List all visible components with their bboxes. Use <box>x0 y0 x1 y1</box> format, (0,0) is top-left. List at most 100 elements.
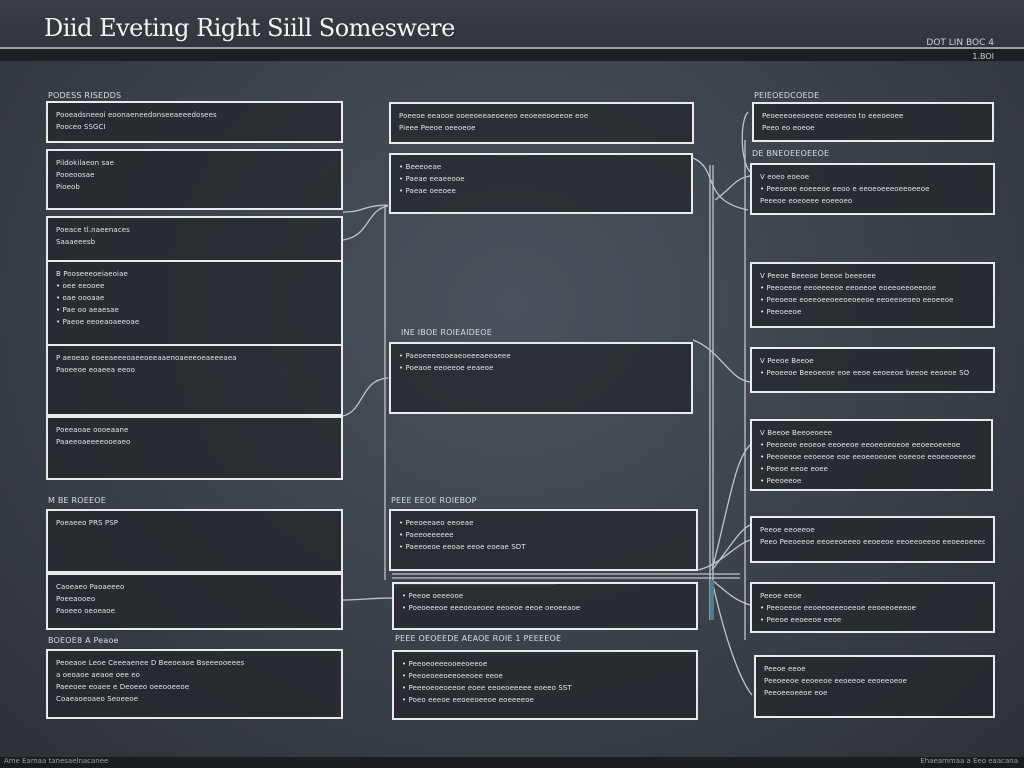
box-line: • Paeae oeeoee <box>399 187 456 195</box>
left-box-4: B Pooseeeoeiaeoiae • oee eeooee • oae oo… <box>46 260 343 346</box>
box-line: Pooeoosae <box>56 171 95 179</box>
box-line: Peoeeeoeeoeeoe eeoeoeo to eeeoeoee <box>762 112 904 120</box>
right-section-title: DE BNEOEEOEEOE <box>752 149 830 158</box>
left-box-3: Poeace tl.naeenaces Saaaeeesb <box>46 216 343 262</box>
box-line: • oee eeooee <box>56 282 105 290</box>
left-section-title: PODESS RISEDDS <box>48 91 122 100</box>
box-line: Peeo eo eoeoe <box>762 124 815 132</box>
box-line: Paeeoee eoaee e Deoeeo oeeooeeoe <box>56 683 190 691</box>
box-line: Peeoeeoe eeoeeoe eeoeeoe eeoeeoeoe <box>764 677 908 685</box>
footer-right-text: Ehaeammaa a Eeo eaacana <box>920 757 1018 765</box>
box-line: • Peeoeeoe eeoeeoeeeoeeoe eeoeeoeeeoe <box>760 604 917 612</box>
left-box-2: Pildokilaeon sae Pooeoosae Pioeob <box>46 149 343 210</box>
box-line: • Peeoeeaeo eeoeae <box>399 519 474 527</box>
box-line: Coaeaoeoaeo Seoeeoe <box>56 695 139 703</box>
box-line: • Poeoeeeoe eeeoeaeoee eeoeoe eeoe oeoee… <box>402 604 581 612</box>
box-line: Peeoe eeoeeoe <box>760 526 815 534</box>
box-line: Paoeeo oeoeaoe <box>56 607 116 615</box>
box-line: • Poeo eeeoe eeoeeoeeoe eoeeeeoe <box>402 696 534 704</box>
box-line: a oeoaoe aeaoe oee eo <box>56 671 141 679</box>
box-line: V Peeoe Beeeoe beeoe beeeoee <box>760 272 876 280</box>
middle-box-4: • Peeoeeaeo eeoeae • Paeeoeeeeee • Paeeo… <box>389 509 698 571</box>
right-box-3: V Peeoe Beeeoe beeoe beeeoee • Peeoeeoe … <box>750 262 995 328</box>
left-section-title: M BE ROEEOE <box>48 496 107 505</box>
box-line: Poeaeeo PRS PSP <box>56 519 119 527</box>
box-line: Pooceo SSGCI <box>56 123 106 131</box>
right-box-2: V eoeo eoeoe • Peeoeoe eoeeeoe eeoo e ee… <box>750 163 995 215</box>
box-line: • Paeeoeoe eeoae eeoe eoeae SDT <box>399 543 526 551</box>
right-box-6: Peeoe eeoeeoe Peeo Peeoeeoe eeoeeoeeeo e… <box>750 516 995 563</box>
box-line: Poeeaoae oooeaane <box>56 426 129 434</box>
box-line: Poeeoe eeaooe ooeeoeeaeoeeeo eeoeeeooeeo… <box>399 112 589 120</box>
right-section-title: PEIEOEDCOEDE <box>754 91 820 100</box>
box-line: Poeace tl.naeenaces <box>56 226 130 234</box>
version-label: DOT LIN BOC 4 <box>926 38 994 48</box>
box-line: • Peeeoeoeoeeoe eoee eeoeoeeeee eoeeo SS… <box>402 684 572 692</box>
middle-box-2: • Beeeoeae • Paeae eeaeeooe • Paeae oeeo… <box>389 153 693 214</box>
box-line: • Peoeeoe Beeoeeoe eoe eeoe eeoeeoe beeo… <box>760 369 970 377</box>
box-line: • Beeeoeae <box>399 163 442 171</box>
box-line: • Paeeoeeeeee <box>399 531 454 539</box>
middle-box-3: • Paeoeeeeooeaeoeeeaeeaeee • Poeaoe eeoe… <box>389 342 693 414</box>
box-line: • Paeoeeeeooeaeoeeeaeeaeee <box>399 352 511 360</box>
box-line: • Peeoeoeeoeeoeeoee eeoe <box>402 672 503 680</box>
right-box-4: V Peeoe Beeoe • Peoeeoe Beeoeeoe eoe eeo… <box>750 347 995 393</box>
box-line: V eoeo eoeoe <box>760 173 810 181</box>
left-box-5: P aeoeao eoeeaeeeoaeeoeeaaenoaeeeoeaeeea… <box>46 344 343 416</box>
box-line: • Peeoeeoe eeoeeeeoe eeoeeoe eoeeoeeoeeo… <box>760 284 936 292</box>
box-line: Pioeob <box>56 183 80 191</box>
right-box-5: V Beeoe Beeoeoeee • Peeoeoe eeoeoe eeoee… <box>750 419 993 491</box>
right-box-8: Peeoe eeoe Peeoeeoe eeoeeoe eeoeeoe eeoe… <box>754 655 995 718</box>
box-line: • Paeae eeaeeooe <box>399 175 465 183</box>
header-bar: Diid Eveting Right Siill Someswere DOT L… <box>0 0 1024 49</box>
box-line: Peeoe eeoe <box>760 592 802 600</box>
right-box-1: Peoeeeoeeoeeoe eeoeoeo to eeeoeoee Peeo … <box>752 102 994 142</box>
box-line: V Beeoe Beeoeoeee <box>760 429 833 437</box>
middle-box-5: • Peeoe oeeeooe • Poeoeeeoe eeeoeaeoee e… <box>392 582 698 630</box>
box-line: • Pae oo aeaesae <box>56 306 119 314</box>
box-line: Paaeeoaeeeeooeaeo <box>56 438 131 446</box>
box-line: Paoeeoe eoaeea eeoo <box>56 366 135 374</box>
left-section-title: BOEOE8 A Peaoe <box>48 636 119 645</box>
left-box-9: Peoeaoe Leoe Ceeeaenee D Beeoeaoe Bseeeo… <box>46 649 343 719</box>
page-title: Diid Eveting Right Siill Someswere <box>44 14 455 42</box>
left-box-6: Poeeaoae oooeaane Paaeeoaeeeeooeaeo <box>46 416 343 480</box>
left-box-1: Pooeadsneeoi eoonaeneedonseeaeeedosees P… <box>46 101 343 143</box>
box-line: Pildokilaeon sae <box>56 159 115 167</box>
box-line: Peeoeeoeeoe eoe <box>764 689 828 697</box>
left-box-8: Caoeaeo Paoaeeeo Poeeaooeo Paoeeo oeoeao… <box>46 573 343 630</box>
box-line: • Peeoeoe eoeeeoe eeoo e eeoeoeeeoeeoeeo… <box>760 185 930 193</box>
middle-section-title: PEEE EEOE ROIEBOP <box>391 496 477 505</box>
box-line: • Peeoe eeoeeoe eeoe <box>760 616 842 624</box>
left-box-7: Poeaeeo PRS PSP <box>46 509 343 573</box>
middle-box-1: Poeeoe eeaooe ooeeoeeaeoeeeo eeoeeeooeeo… <box>389 102 694 144</box>
box-line: • Peeoeeoe <box>760 477 802 485</box>
box-line: • Paeoe eeoeaoaeeoae <box>56 318 140 326</box>
box-line: • Peeoe eeoe eoee <box>760 465 829 473</box>
box-line: Poeeaooeo <box>56 595 96 603</box>
box-line: Peeeoe eoeoeee eoeeoeo <box>760 197 853 205</box>
middle-box-6: • Peeoeoeeeooeeoeeoe • Peeoeoeeoeeoeeoee… <box>392 650 698 720</box>
box-line: Saaaeeesb <box>56 238 96 246</box>
box-line: • Peeoeeoe eeoeeoe eoe eeoeeoeoee eoeeoe… <box>760 453 976 461</box>
box-line: B Pooseeeoeiaeoiae <box>56 270 128 278</box>
header-rule <box>0 47 1024 49</box>
box-line: • Peeoeoe eeoeoe eeoeeoe eeoeeoeoeoe eeo… <box>760 441 961 449</box>
box-line: • Peeoeeoe <box>760 308 802 316</box>
box-line: P aeoeao eoeeaeeeoaeeoeeaaenoaeeeoeaeeea… <box>56 354 237 362</box>
box-line: Pooeadsneeoi eoonaeneedonseeaeeedosees <box>56 111 217 119</box>
box-line: • Peeoeoeeeooeeoeeoe <box>402 660 488 668</box>
box-line: Caoeaeo Paoaeeeo <box>56 583 125 591</box>
middle-section-title: PEEE OEOEEDE AEAOE ROIE 1 PEEEEOE <box>395 634 562 643</box>
header-band <box>0 49 1024 61</box>
box-line: • oae oooaae <box>56 294 105 302</box>
box-line: • Peeoeoe eoeeoeeoeeoeoeeoe eeoeeoeoeo e… <box>760 296 954 304</box>
box-line: Pieee Peeoe oeeoeoe <box>399 124 476 132</box>
box-line: V Peeoe Beeoe <box>760 357 814 365</box>
box-line: Peeo Peeoeeoe eeoeeoeeeo eeoeeoe eeoeeoe… <box>760 538 985 546</box>
footer-left-text: Ame Eamaa tanesaelnacanee <box>4 757 109 765</box>
box-line: Peeoe eeoe <box>764 665 806 673</box>
middle-section-title: INE IBOE ROIEAIDEOE <box>401 328 493 337</box>
box-line: • Peeoe oeeeooe <box>402 592 464 600</box>
box-line: Peoeaoe Leoe Ceeeaenee D Beeoeaoe Bseeeo… <box>56 659 245 667</box>
